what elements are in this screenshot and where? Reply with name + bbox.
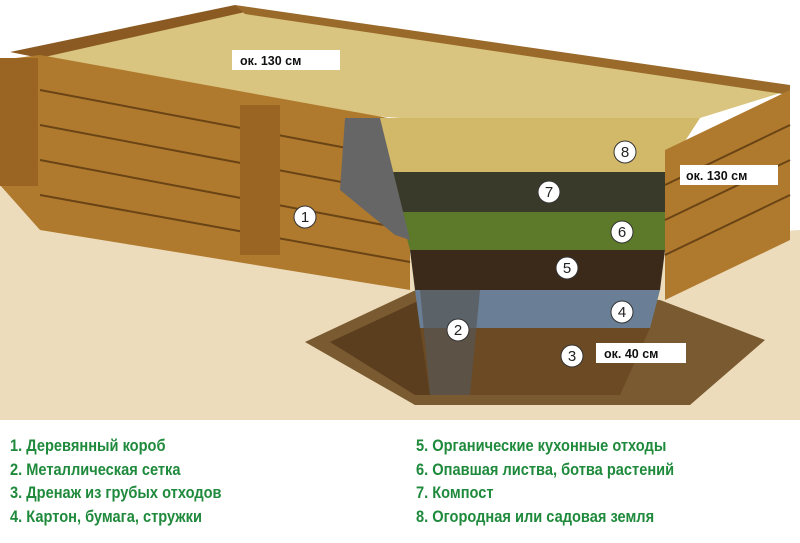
marker-3-text: 3 (568, 348, 576, 365)
marker-6: 6 (610, 220, 634, 244)
marker-8: 8 (613, 140, 637, 164)
marker-4: 4 (610, 300, 634, 324)
legend-item-2: 2. Металлическая сетка (10, 459, 181, 479)
layer-7-compost (390, 172, 665, 212)
width-label-box (232, 50, 340, 70)
legend-left-column: 1. Деревянный короб 2. Металлическая сет… (10, 434, 222, 528)
film-fold-left (340, 118, 410, 240)
marker-5: 5 (555, 256, 579, 280)
middle-post (240, 105, 280, 255)
wooden-box-front-wall (0, 55, 410, 290)
marker-3: 3 (560, 344, 584, 368)
marker-6-text: 6 (618, 224, 626, 241)
height-label-box (680, 165, 778, 185)
legend-item-5: 5. Органические кухонные отходы (416, 436, 667, 455)
legend-item-7: 7. Компост (416, 483, 494, 502)
pit-depth-label: ок. 40 см (604, 347, 658, 361)
marker-7-text: 7 (545, 184, 553, 201)
legend-item-3: 3. Дренаж из грубых отходов (10, 483, 222, 502)
legend-item-4: 4. Картон, бумага, стружки (10, 506, 202, 526)
back-left-wall (10, 5, 245, 58)
marker-2-text: 2 (454, 322, 462, 339)
back-wall (235, 5, 790, 95)
raised-bed-illustration: ок. 130 см ок. 130 см ок. 40 см 1 2 3 4 … (0, 5, 800, 420)
layer-8-garden-soil (360, 118, 700, 172)
marker-8-text: 8 (621, 144, 629, 161)
marker-1-text: 1 (301, 209, 309, 226)
marker-7: 7 (537, 180, 561, 204)
layer-3-drainage (420, 328, 650, 395)
legend-item-6: 6. Опавшая листва, ботва растений (416, 459, 675, 479)
legend-right-column: 5. Органические кухонные отходы 6. Опавш… (416, 434, 674, 528)
layer-5-kitchen-waste (410, 250, 665, 290)
layer-markers: 1 2 3 4 5 6 7 8 (293, 140, 637, 368)
height-label: ок. 130 см (686, 169, 747, 183)
pit-depth-label-box (596, 343, 686, 363)
marker-4-text: 4 (618, 304, 626, 321)
layer-2-metal-mesh (420, 290, 480, 395)
legend-item-1: 1. Деревянный короб (10, 436, 166, 455)
corner-post-left (0, 58, 38, 186)
width-label: ок. 130 см (240, 54, 301, 68)
marker-5-text: 5 (563, 260, 571, 277)
pit-wall (330, 300, 430, 395)
marker-2: 2 (446, 318, 470, 342)
marker-1: 1 (293, 205, 317, 229)
wooden-box-right-wall (665, 90, 790, 300)
layer-6-leaves (400, 212, 665, 250)
legend-item-8: 8. Огородная или садовая земля (416, 506, 655, 526)
